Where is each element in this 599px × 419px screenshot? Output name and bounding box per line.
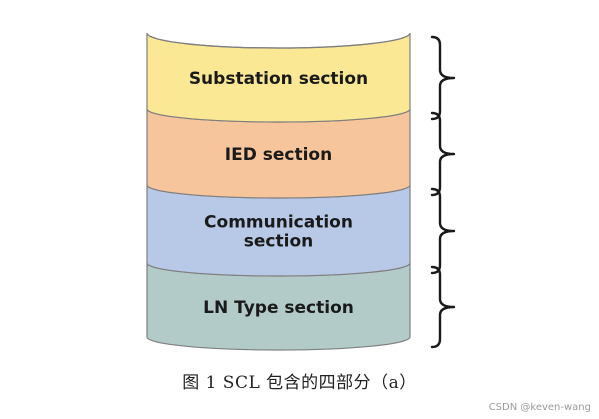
curly-bracket-1 xyxy=(430,35,456,121)
layer-label-line: Substation section xyxy=(189,69,368,89)
layer-label-line: LN Type section xyxy=(203,298,354,318)
curly-bracket-4 xyxy=(430,265,456,349)
figure-caption: 图 1 SCL 包含的四部分（a） xyxy=(182,373,417,393)
curly-bracket-2 xyxy=(430,111,456,197)
layer-label-line: IED section xyxy=(225,145,332,165)
watermark: CSDN @keven-wang xyxy=(488,402,591,413)
layer-label-line: Communication xyxy=(204,213,353,233)
top-rim xyxy=(146,32,411,49)
cylinder-layer-2: IED section xyxy=(146,108,411,199)
layer-brackets xyxy=(430,35,456,349)
layer-label: LN Type section xyxy=(203,298,354,318)
layer-label: Substation section xyxy=(189,69,368,89)
layer-label-line: section xyxy=(244,232,313,252)
curly-bracket-3 xyxy=(430,187,456,275)
layer-label: IED section xyxy=(225,145,332,165)
cylinder-layer-4: LN Type section xyxy=(146,262,411,351)
cylinder-layer-1: Substation section xyxy=(146,32,411,123)
